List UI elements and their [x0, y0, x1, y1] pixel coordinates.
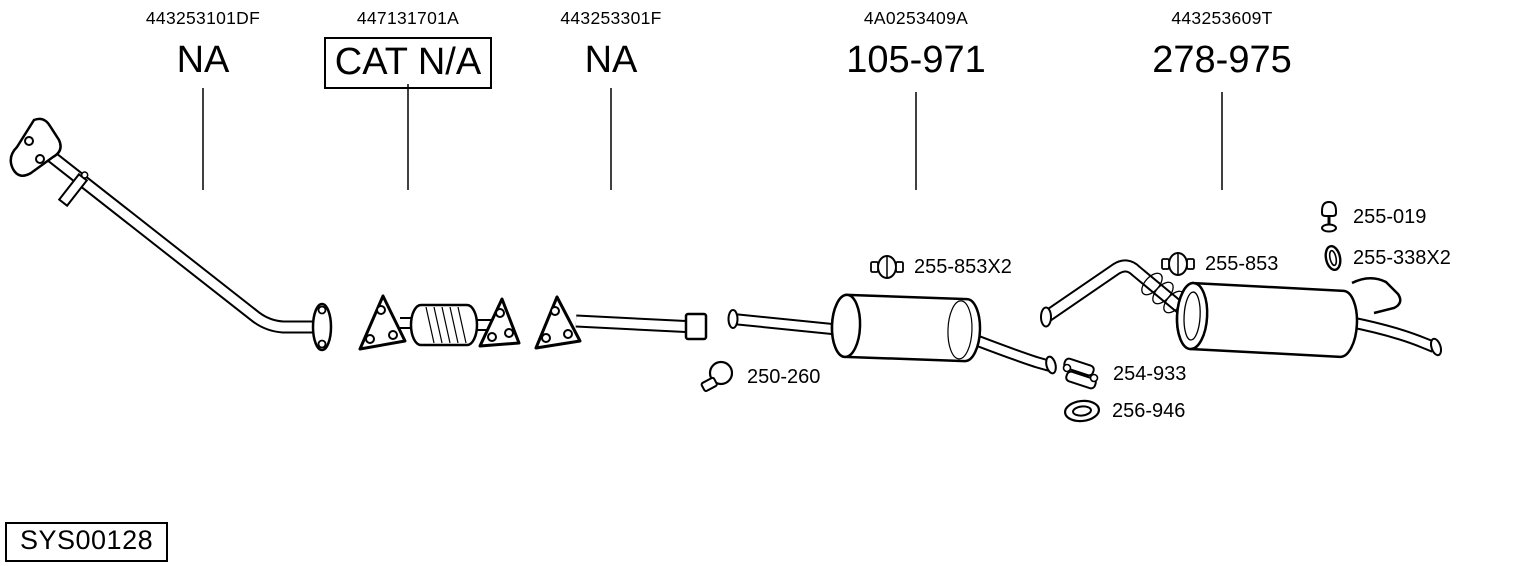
callout-label: 250-260 — [747, 365, 821, 388]
rubber-hanger-icon — [1321, 200, 1337, 233]
catalytic-converter — [358, 294, 521, 351]
callout-label: 255-853X2 — [914, 255, 1012, 278]
front-pipe — [9, 117, 333, 352]
callout-label: 255-019 — [1353, 205, 1427, 228]
part-label: 105-971 — [846, 39, 986, 81]
rear-muffler — [1040, 259, 1443, 359]
callout-label: 255-338X2 — [1353, 246, 1451, 269]
part-label: NA — [584, 39, 638, 81]
part-label-group-catalyst: 447131701A CAT N/A — [248, 6, 568, 89]
callout-centre-clamp: 255-853X2 — [869, 251, 1012, 283]
diagram-code: SYS00128 — [20, 525, 154, 555]
gasket-ring-icon — [1063, 399, 1101, 423]
middle-pipe — [534, 295, 708, 350]
part-number: 443253101DF — [145, 8, 261, 28]
callout-bracket-clamp: 254-933 — [1058, 355, 1186, 393]
bracket-clamp-icon — [1062, 357, 1099, 390]
part-number: 443253609T — [1171, 8, 1273, 28]
seal-ring-icon — [1324, 244, 1342, 272]
part-number: 4A0253409A — [863, 8, 969, 28]
diagram-code-box: SYS00128 — [5, 522, 169, 562]
part-label: NA — [176, 39, 230, 81]
part-number: 443253301F — [560, 8, 662, 28]
callout-seal-ring: 255-338X2 — [1322, 242, 1451, 274]
callout-label: 256-946 — [1112, 399, 1186, 422]
callout-label: 255-853 — [1205, 252, 1279, 275]
callout-gasket-ring: 256-946 — [1061, 397, 1185, 425]
callout-rubber-hanger: 255-019 — [1314, 198, 1426, 236]
part-label: CAT N/A — [248, 37, 568, 89]
part-label: 278-975 — [1152, 39, 1292, 81]
part-label-group-front-pipe: 443253101DF NA — [43, 6, 363, 83]
part-label-group-centre-muffler: 4A0253409A 105-971 — [756, 6, 1076, 83]
callout-band-clamp: 250-260 — [700, 360, 820, 394]
part-number: 447131701A — [356, 8, 460, 28]
leader-lines — [202, 84, 1223, 190]
callout-label: 254-933 — [1113, 362, 1187, 385]
clamp-icon — [870, 255, 904, 279]
part-label-group-rear-muffler: 443253609T 278-975 — [1062, 6, 1382, 83]
part-label-group-middle-pipe: 443253301F NA — [451, 6, 771, 83]
centre-muffler — [727, 293, 1057, 375]
clamp-icon — [1161, 252, 1195, 276]
band-clamp-icon — [700, 360, 734, 392]
callout-rear-clamp: 255-853 — [1160, 248, 1278, 280]
